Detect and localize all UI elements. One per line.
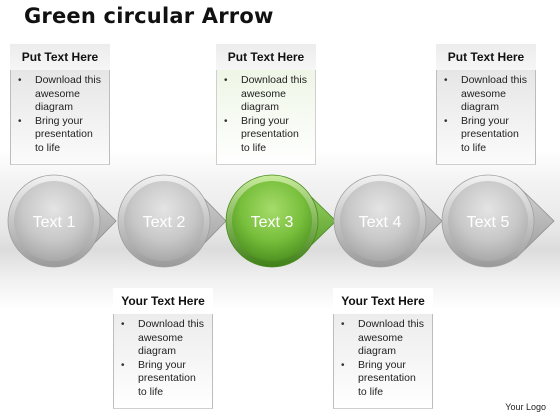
bullet-item: Bring your presentation to life bbox=[118, 359, 206, 400]
step-circle bbox=[340, 181, 420, 261]
step-5: Text 5 bbox=[441, 174, 555, 268]
callout-heading: Your Text Here bbox=[333, 288, 433, 314]
callout-heading: Put Text Here bbox=[436, 44, 536, 70]
bullet-item: Download this awesome diagram bbox=[441, 74, 529, 115]
step-label: Text 1 bbox=[33, 214, 76, 231]
step-label: Text 4 bbox=[359, 214, 402, 231]
bullet-item: Download this awesome diagram bbox=[118, 318, 206, 359]
callout-heading: Your Text Here bbox=[113, 288, 213, 314]
bullet-item: Bring your presentation to life bbox=[338, 359, 426, 400]
bullet-item: Download this awesome diagram bbox=[221, 74, 309, 115]
step-3: Text 3 bbox=[225, 174, 337, 268]
step-circle bbox=[14, 181, 94, 261]
callout-heading: Put Text Here bbox=[216, 44, 316, 70]
step-2: Text 2 bbox=[117, 174, 227, 268]
callout-body: Download this awesome diagram Bring your… bbox=[113, 314, 213, 409]
callout-step-5: Put Text Here Download this awesome diag… bbox=[436, 44, 536, 165]
callout-body: Download this awesome diagram Bring your… bbox=[216, 70, 316, 165]
callout-step-2: Your Text Here Download this awesome dia… bbox=[113, 288, 213, 409]
step-circle bbox=[232, 181, 312, 261]
callout-heading: Put Text Here bbox=[10, 44, 110, 70]
bullet-item: Bring your presentation to life bbox=[221, 115, 309, 156]
step-label: Text 2 bbox=[143, 214, 186, 231]
bullet-item: Download this awesome diagram bbox=[15, 74, 103, 115]
callout-step-3: Put Text Here Download this awesome diag… bbox=[216, 44, 316, 165]
bullet-item: Bring your presentation to life bbox=[15, 115, 103, 156]
callout-step-4: Your Text Here Download this awesome dia… bbox=[333, 288, 433, 409]
callout-body: Download this awesome diagram Bring your… bbox=[436, 70, 536, 165]
callout-body: Download this awesome diagram Bring your… bbox=[10, 70, 110, 165]
bullet-item: Download this awesome diagram bbox=[338, 318, 426, 359]
step-4: Text 4 bbox=[333, 174, 443, 268]
step-label: Text 3 bbox=[251, 214, 294, 231]
circular-arrow-flow: Text 1 Text 2 Text 3 Text 4 Text 5 bbox=[7, 174, 555, 268]
callout-body: Download this awesome diagram Bring your… bbox=[333, 314, 433, 409]
bullet-item: Bring your presentation to life bbox=[441, 115, 529, 156]
callout-step-1: Put Text Here Download this awesome diag… bbox=[10, 44, 110, 165]
step-circle bbox=[448, 181, 528, 261]
step-label: Text 5 bbox=[467, 214, 510, 231]
slide-title: Green circular Arrow bbox=[24, 4, 274, 28]
step-circle bbox=[124, 181, 204, 261]
step-1: Text 1 bbox=[7, 174, 117, 268]
footer-logo-text: Your Logo bbox=[505, 402, 546, 412]
